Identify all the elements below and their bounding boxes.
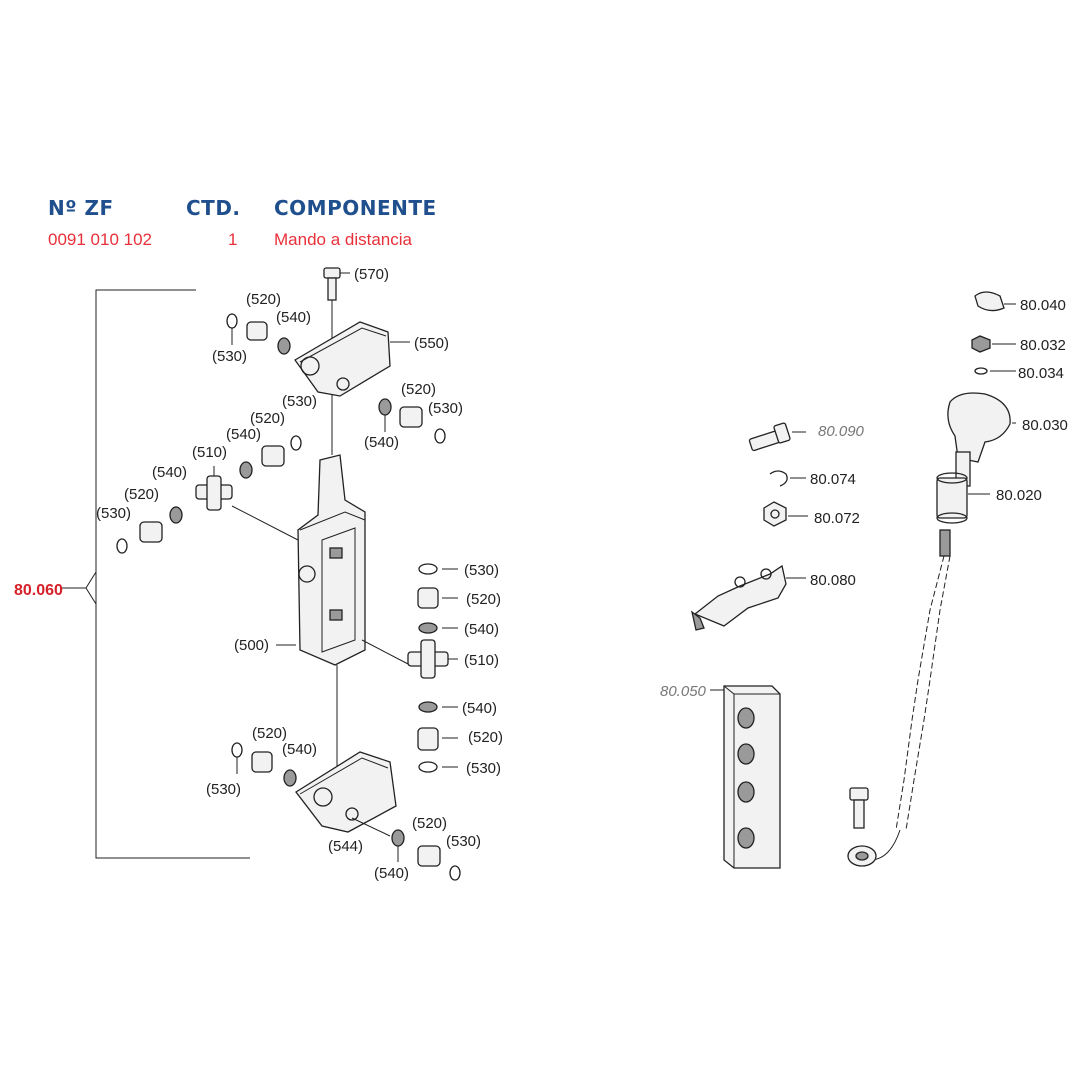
label-530-d: (530): [96, 505, 131, 522]
cross-joint-510-upper: [195, 466, 233, 511]
group-label: 80.060: [14, 582, 63, 599]
label-540-e: (540): [464, 621, 499, 638]
nut-80072: [763, 501, 808, 527]
label-540-h: (540): [374, 865, 409, 882]
label-550: (550): [414, 335, 449, 352]
lock-washer-80074: [769, 470, 806, 487]
label-540-g: (540): [282, 741, 317, 758]
ball-joint-80080: [690, 564, 806, 631]
label-530-f: (530): [466, 760, 501, 777]
col-component-header: COMPONENTE: [274, 196, 437, 220]
label-520-e: (520): [466, 591, 501, 608]
housing-500: [276, 454, 366, 666]
group-bracket: [60, 289, 250, 859]
label-520-h: (520): [412, 815, 447, 832]
label-530-h: (530): [446, 833, 481, 850]
label-510-a: (510): [192, 444, 227, 461]
label-80040: 80.040: [1020, 297, 1066, 314]
label-530-c: (530): [282, 393, 317, 410]
label-510-b: (510): [464, 652, 499, 669]
plate-80050: [710, 685, 781, 869]
label-540-b: (540): [364, 434, 399, 451]
label-80032: 80.032: [1020, 337, 1066, 354]
label-530-b: (530): [428, 400, 463, 417]
cap-80040: [974, 291, 1016, 312]
nut-80032: [971, 335, 1016, 353]
bolt-80090: [748, 422, 806, 452]
label-80030: 80.030: [1022, 417, 1068, 434]
col-part-number-header: Nº ZF: [48, 196, 114, 220]
label-520-c: (520): [250, 410, 285, 427]
label-520-d: (520): [124, 486, 159, 503]
label-544: (544): [328, 838, 363, 855]
quantity-value: 1: [228, 230, 238, 249]
label-80072: 80.072: [814, 510, 860, 527]
label-500: (500): [234, 637, 269, 654]
bolt-570: [323, 267, 350, 301]
upper-lever-550: [294, 321, 410, 397]
bushing-set-lower-right: [391, 829, 461, 881]
label-520-a: (520): [246, 291, 281, 308]
label-540-a: (540): [276, 309, 311, 326]
label-530-a: (530): [212, 348, 247, 365]
label-80034: 80.034: [1018, 365, 1064, 382]
label-530-g: (530): [206, 781, 241, 798]
label-520-b: (520): [401, 381, 436, 398]
part-number-value: 0091 010 102: [48, 230, 152, 249]
label-80020: 80.020: [996, 487, 1042, 504]
bushing-set-mid-left: [116, 506, 183, 554]
knob-80030: [947, 392, 1016, 463]
label-80090: 80.090: [818, 423, 865, 440]
label-80080: 80.080: [810, 572, 856, 589]
label-520-f: (520): [468, 729, 503, 746]
label-530-e: (530): [464, 562, 499, 579]
label-80050: 80.050: [660, 683, 707, 700]
label-540-f: (540): [462, 700, 497, 717]
col-quantity-header: CTD.: [186, 196, 241, 220]
component-value: Mando a distancia: [274, 230, 412, 249]
lower-lever-544: [295, 751, 397, 833]
bushing-set-upper-right: [378, 398, 446, 444]
label-570: (570): [354, 266, 389, 283]
gear-lever-80020: [847, 451, 990, 867]
bushing-set-mid-upper: [239, 435, 302, 479]
label-540-d: (540): [152, 464, 187, 481]
bushing-set-lower-left: [231, 742, 297, 787]
label-80074: 80.074: [810, 471, 856, 488]
washer-80034: [974, 367, 1016, 375]
bushing-set-upper-left: [226, 313, 291, 355]
label-520-g: (520): [252, 725, 287, 742]
bushing-stack-right: [407, 563, 458, 773]
label-540-c: (540): [226, 426, 261, 443]
